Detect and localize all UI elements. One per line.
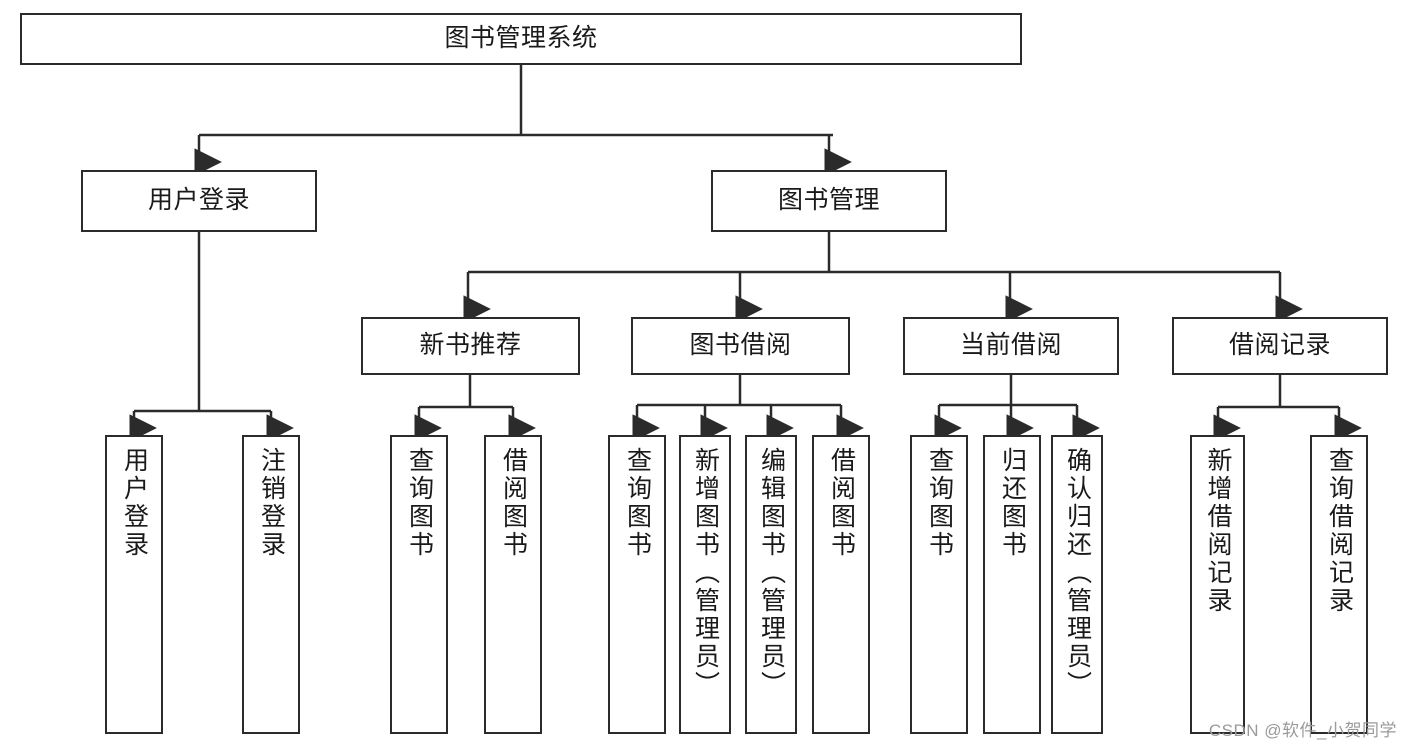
node-leaf-query-book-2[interactable]: 查询图书 xyxy=(608,435,666,734)
node-root[interactable]: 图书管理系统 xyxy=(20,13,1022,65)
node-new-book-recommend-label: 新书推荐 xyxy=(419,331,522,360)
node-leaf-confirm-return-label: 确认归还（管理员） xyxy=(1063,447,1092,699)
node-book-borrow[interactable]: 图书借阅 xyxy=(631,317,850,375)
node-leaf-edit-book[interactable]: 编辑图书（管理员） xyxy=(745,435,797,734)
node-leaf-query-book-3-label: 查询图书 xyxy=(925,447,954,559)
node-leaf-borrow-book-1[interactable]: 借阅图书 xyxy=(484,435,542,734)
node-current-borrow[interactable]: 当前借阅 xyxy=(903,317,1119,375)
node-leaf-query-record-label: 查询借阅记录 xyxy=(1325,447,1354,615)
node-current-borrow-label: 当前借阅 xyxy=(959,331,1062,360)
node-leaf-query-book-1-label: 查询图书 xyxy=(405,447,434,559)
node-leaf-logout[interactable]: 注销登录 xyxy=(242,435,300,734)
watermark-text: CSDN @软件_小贺同学 xyxy=(1208,721,1397,740)
node-leaf-query-book-1[interactable]: 查询图书 xyxy=(390,435,448,734)
node-borrow-record-label: 借阅记录 xyxy=(1228,331,1331,360)
node-leaf-borrow-book-2-label: 借阅图书 xyxy=(827,447,856,559)
node-book-borrow-label: 图书借阅 xyxy=(689,331,792,360)
node-user-login[interactable]: 用户登录 xyxy=(81,170,317,232)
node-leaf-add-book[interactable]: 新增图书（管理员） xyxy=(679,435,731,734)
node-leaf-add-book-label: 新增图书（管理员） xyxy=(691,447,720,699)
node-new-book-recommend[interactable]: 新书推荐 xyxy=(361,317,580,375)
node-leaf-query-book-3[interactable]: 查询图书 xyxy=(910,435,968,734)
node-leaf-user-login-label: 用户登录 xyxy=(120,447,149,559)
node-borrow-record[interactable]: 借阅记录 xyxy=(1172,317,1388,375)
node-leaf-query-record[interactable]: 查询借阅记录 xyxy=(1310,435,1368,734)
node-leaf-borrow-book-1-label: 借阅图书 xyxy=(499,447,528,559)
node-leaf-logout-label: 注销登录 xyxy=(257,447,286,559)
node-leaf-return-book-label: 归还图书 xyxy=(998,447,1027,559)
node-leaf-user-login[interactable]: 用户登录 xyxy=(105,435,163,734)
node-leaf-return-book[interactable]: 归还图书 xyxy=(983,435,1041,734)
node-leaf-add-record-label: 新增借阅记录 xyxy=(1204,447,1232,615)
node-leaf-edit-book-label: 编辑图书（管理员） xyxy=(757,447,786,699)
node-root-label: 图书管理系统 xyxy=(444,24,598,53)
node-book-manage-label: 图书管理 xyxy=(777,186,880,215)
node-leaf-add-record[interactable]: 新增借阅记录 xyxy=(1190,435,1245,734)
node-leaf-borrow-book-2[interactable]: 借阅图书 xyxy=(812,435,870,734)
node-leaf-confirm-return[interactable]: 确认归还（管理员） xyxy=(1051,435,1103,734)
node-book-manage[interactable]: 图书管理 xyxy=(711,170,947,232)
node-user-login-label: 用户登录 xyxy=(147,186,250,215)
node-leaf-query-book-2-label: 查询图书 xyxy=(623,447,652,559)
